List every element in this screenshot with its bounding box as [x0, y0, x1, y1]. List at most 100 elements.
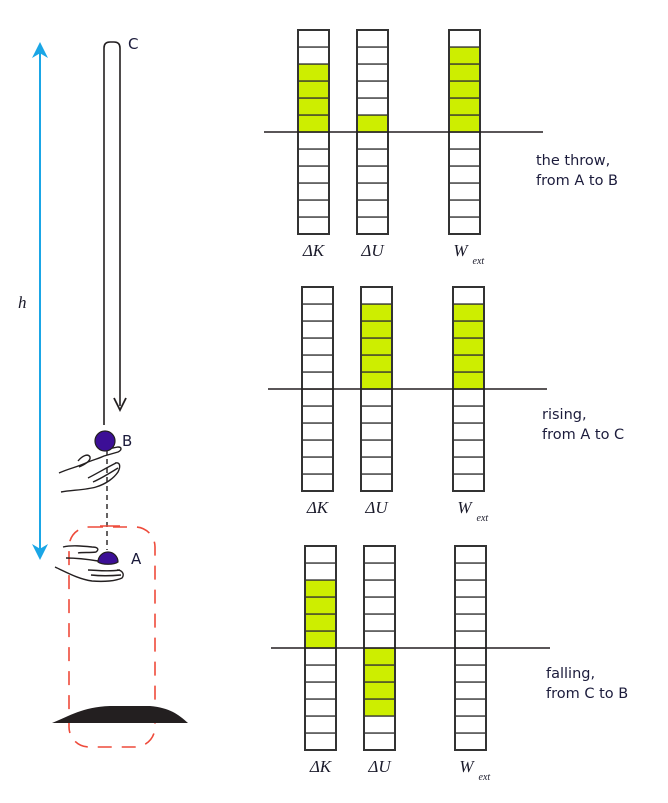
bar-cell-empty — [448, 29, 481, 48]
bar-cell-empty — [301, 473, 334, 492]
point-a-label: A — [131, 550, 142, 568]
bar-label: W — [459, 757, 475, 776]
bar-cell-empty — [360, 473, 393, 492]
caption-line-2: from A to B — [536, 173, 618, 189]
bar-cell-empty — [454, 681, 487, 700]
bar-cell-filled — [448, 46, 481, 65]
bar-cell-filled — [452, 354, 485, 373]
bar-cell-empty — [356, 29, 389, 48]
caption-line-2: from A to C — [542, 427, 625, 443]
bar-label: ΔK — [302, 241, 326, 260]
bar-cell-empty — [454, 732, 487, 751]
bar-cell-empty — [301, 354, 334, 373]
bar-cell-filled — [360, 371, 393, 390]
bar-cell-filled — [363, 698, 396, 717]
caption-line-2: from C to B — [546, 686, 629, 702]
bar-label-subscript: ext — [473, 256, 485, 267]
panel-caption: the throw, from A to B — [536, 151, 618, 191]
panel-caption: rising, from A to C — [542, 405, 624, 445]
bar-cell-empty — [304, 732, 337, 751]
bar-cell-empty — [301, 439, 334, 458]
point-c-label: C — [128, 35, 138, 53]
bar-cell-empty — [452, 286, 485, 305]
bar-delta-k — [297, 29, 330, 235]
bar-cell-empty — [301, 422, 334, 441]
bar-cell-empty — [448, 148, 481, 167]
bar-cell-empty — [454, 698, 487, 717]
bar-cell-empty — [356, 97, 389, 116]
bar-delta-u — [356, 29, 389, 235]
point-b-label: B — [122, 432, 132, 450]
bar-cell-filled — [452, 320, 485, 339]
down-arrow-icon — [113, 397, 127, 413]
bar-cell-filled — [356, 114, 389, 133]
bar-cell-empty — [304, 715, 337, 734]
bar-cell-empty — [356, 165, 389, 184]
bar-cell-filled — [448, 97, 481, 116]
bar-cell-filled — [363, 647, 396, 666]
bar-label: W — [453, 241, 469, 260]
bar-cell-empty — [301, 388, 334, 407]
bar-cell-empty — [356, 46, 389, 65]
bar-cell-empty — [356, 148, 389, 167]
bar-cell-empty — [356, 199, 389, 218]
bar-cell-empty — [454, 579, 487, 598]
bar-cell-empty — [301, 286, 334, 305]
bar-cell-empty — [297, 165, 330, 184]
bar-cell-filled — [452, 337, 485, 356]
bar-cell-empty — [448, 216, 481, 235]
bar-cell-empty — [454, 715, 487, 734]
bar-cell-filled — [452, 371, 485, 390]
bar-cell-empty — [304, 545, 337, 564]
bar-cell-filled — [360, 320, 393, 339]
caption-line-1: the throw, — [536, 153, 611, 169]
bar-cell-empty — [356, 80, 389, 99]
bar-cell-empty — [363, 630, 396, 649]
bar-cell-empty — [360, 388, 393, 407]
caption-line-1: falling, — [546, 666, 596, 682]
bar-cell-filled — [304, 630, 337, 649]
bar-cell-empty — [454, 562, 487, 581]
bar-label: ΔK — [306, 498, 330, 517]
bar-cell-empty — [301, 303, 334, 322]
ground — [52, 706, 188, 723]
ball-b — [94, 430, 116, 452]
bar-label: ΔK — [309, 757, 333, 776]
bar-cell-filled — [448, 63, 481, 82]
bar-cell-filled — [363, 664, 396, 683]
bar-cell-empty — [297, 182, 330, 201]
bar-cell-empty — [363, 579, 396, 598]
bar-cell-empty — [452, 456, 485, 475]
bar-cell-empty — [360, 456, 393, 475]
bar-label-subscript: ext — [479, 772, 491, 783]
bar-cell-filled — [360, 354, 393, 373]
caption-line-1: rising, — [542, 407, 587, 423]
bar-label: ΔU — [364, 498, 389, 517]
bar-w-ext — [454, 545, 487, 751]
bar-cell-filled — [452, 303, 485, 322]
bar-cell-empty — [363, 715, 396, 734]
bar-cell-empty — [304, 562, 337, 581]
bar-label: ΔU — [360, 241, 385, 260]
bar-cell-empty — [297, 29, 330, 48]
bar-cell-filled — [360, 337, 393, 356]
bar-cell-empty — [363, 613, 396, 632]
bar-cell-empty — [454, 596, 487, 615]
hand-b-icon — [58, 446, 122, 493]
ball-a — [97, 551, 119, 565]
bar-cell-empty — [452, 405, 485, 424]
bar-cell-empty — [448, 182, 481, 201]
bar-cell-empty — [360, 439, 393, 458]
bar-label: W — [457, 498, 473, 517]
bar-cell-empty — [356, 63, 389, 82]
bar-cell-empty — [297, 216, 330, 235]
bar-label: ΔU — [367, 757, 392, 776]
bar-cell-empty — [297, 46, 330, 65]
bar-cell-filled — [448, 114, 481, 133]
bar-cell-empty — [454, 647, 487, 666]
bar-cell-filled — [304, 596, 337, 615]
